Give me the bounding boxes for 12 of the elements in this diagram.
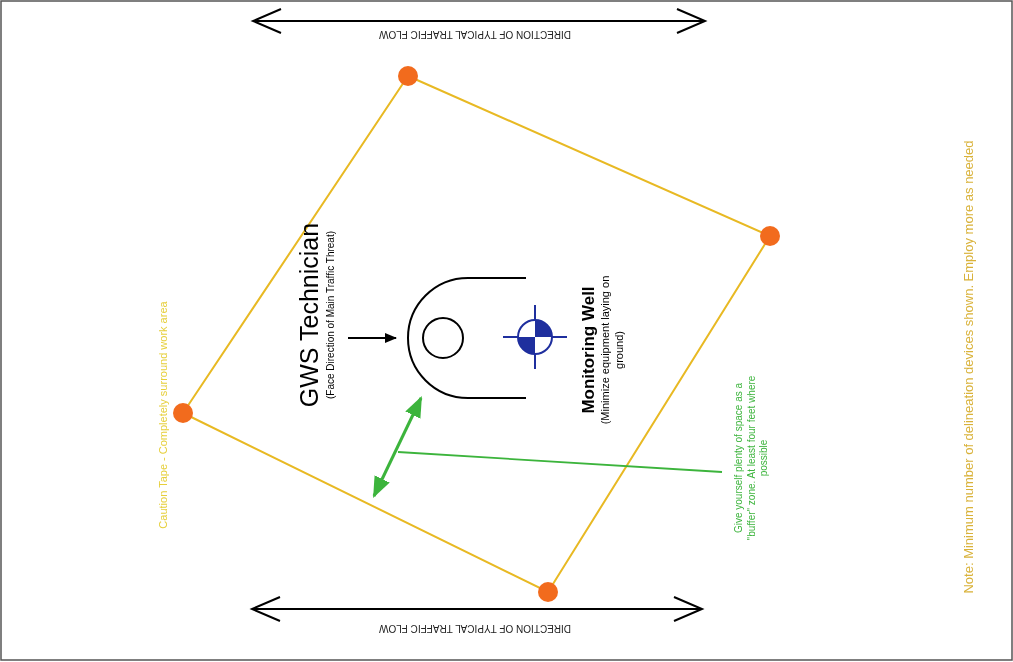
node-title: GWS Technician	[294, 221, 325, 410]
node-title: Monitoring Well	[577, 285, 599, 416]
caution-note: Caution Tape - Completely surround work area	[157, 301, 169, 529]
direction-label: DIRECTION OF TYPICAL TRAFFIC FLOW	[378, 28, 572, 40]
node-subtitle: (Minimize equipment laying on ground)	[598, 275, 626, 425]
arrow	[347, 332, 398, 344]
node-subtitle: (Face Direction of Main Traffic Threat)	[325, 230, 338, 401]
leader-line	[397, 451, 723, 473]
note-text: Note: Minimum number of delineation devices shown. Employ more as needed	[960, 140, 976, 594]
direction-label: DIRECTION OF TYPICAL TRAFFIC FLOW	[378, 622, 572, 634]
annotation-text: Give yourself plenty of space as a "buffer" zone. At least four feet where possible	[733, 374, 771, 543]
dimension-line	[370, 394, 425, 500]
